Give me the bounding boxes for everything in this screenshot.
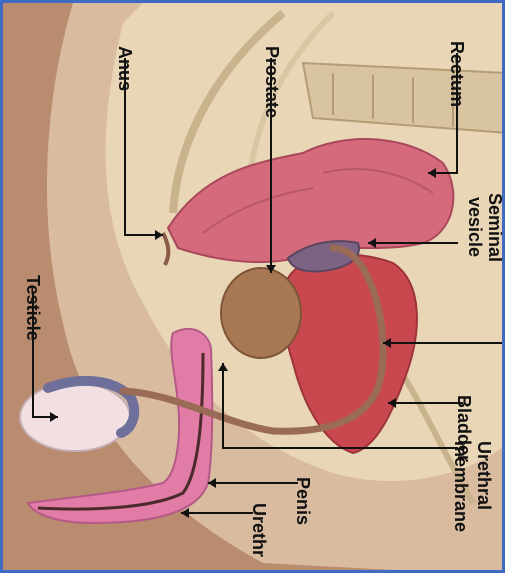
label-rectum: Rectum	[447, 41, 467, 107]
anatomy-illustration: Rectum Prostate Anus Seminal vesicle Tes…	[3, 3, 505, 573]
label-seminal-vesicle-2: vesicle	[465, 197, 485, 257]
label-urethral-1: Urethral	[474, 441, 494, 510]
label-urethra: Urethr	[249, 503, 269, 557]
label-seminal-vesicle-1: Seminal	[485, 193, 505, 262]
label-testicle: Testicle	[23, 275, 43, 341]
label-anus: Anus	[115, 46, 135, 91]
label-prostate: Prostate	[262, 46, 282, 118]
prostate	[221, 268, 301, 358]
label-urethral-2: membrane	[451, 441, 471, 532]
label-penis: Penis	[293, 477, 313, 525]
